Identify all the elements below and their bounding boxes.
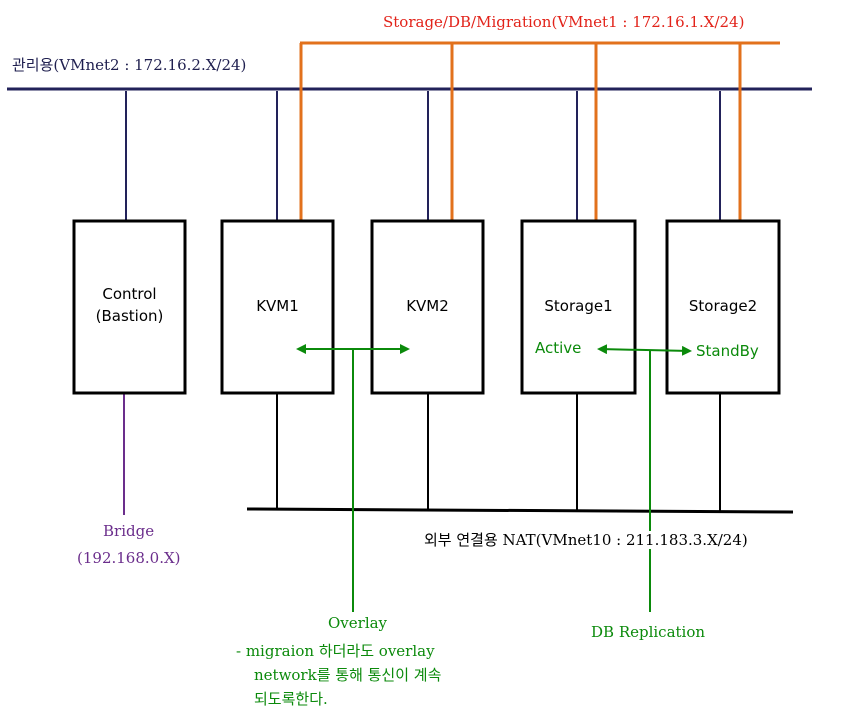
kvm1-node-label: KVM1 bbox=[256, 297, 299, 315]
storage1-node-label: Storage1 bbox=[544, 297, 613, 315]
overlay-note-line2: network를 통해 통신이 계속 bbox=[254, 666, 442, 684]
kvm1-node-box bbox=[220, 219, 335, 395]
storage-network-label: Storage/DB/Migration(VMnet1 : 172.16.1.X… bbox=[383, 13, 745, 31]
control-node-label: Control (Bastion) bbox=[74, 283, 185, 327]
storage1-node-box bbox=[520, 219, 637, 395]
replication-title: DB Replication bbox=[591, 623, 706, 641]
kvm2-node-label: KVM2 bbox=[406, 297, 449, 315]
overlay-note-line3: 되도록한다. bbox=[254, 690, 328, 708]
external-network-label: 외부 연결용 NAT(VMnet10 : 211.183.3.X/24) bbox=[424, 531, 750, 549]
storage2-node-label: Storage2 bbox=[688, 297, 758, 315]
storage2-node-box bbox=[665, 219, 781, 395]
overlay-note-line1: - migraion 하더라도 overlay bbox=[236, 642, 435, 660]
control-node-role: (Bastion) bbox=[95, 307, 164, 325]
kvm2-node-box bbox=[370, 219, 485, 395]
standby-state-label: StandBy bbox=[696, 342, 759, 360]
control-node-name: Control bbox=[102, 285, 157, 303]
external-nat-bus bbox=[246, 507, 794, 514]
management-network-label: 관리용(VMnet2 : 172.16.2.X/24) bbox=[12, 56, 247, 74]
control-node-box bbox=[72, 219, 187, 395]
overlay-title: Overlay bbox=[328, 614, 388, 632]
bridge-title: Bridge bbox=[103, 522, 155, 540]
overlay-note: - migraion 하더라도 overlay network를 통해 통신이 … bbox=[236, 639, 441, 711]
active-state-label: Active bbox=[535, 339, 582, 357]
replication-arrow bbox=[597, 344, 692, 356]
bridge-subnet: (192.168.0.X) bbox=[77, 549, 181, 567]
